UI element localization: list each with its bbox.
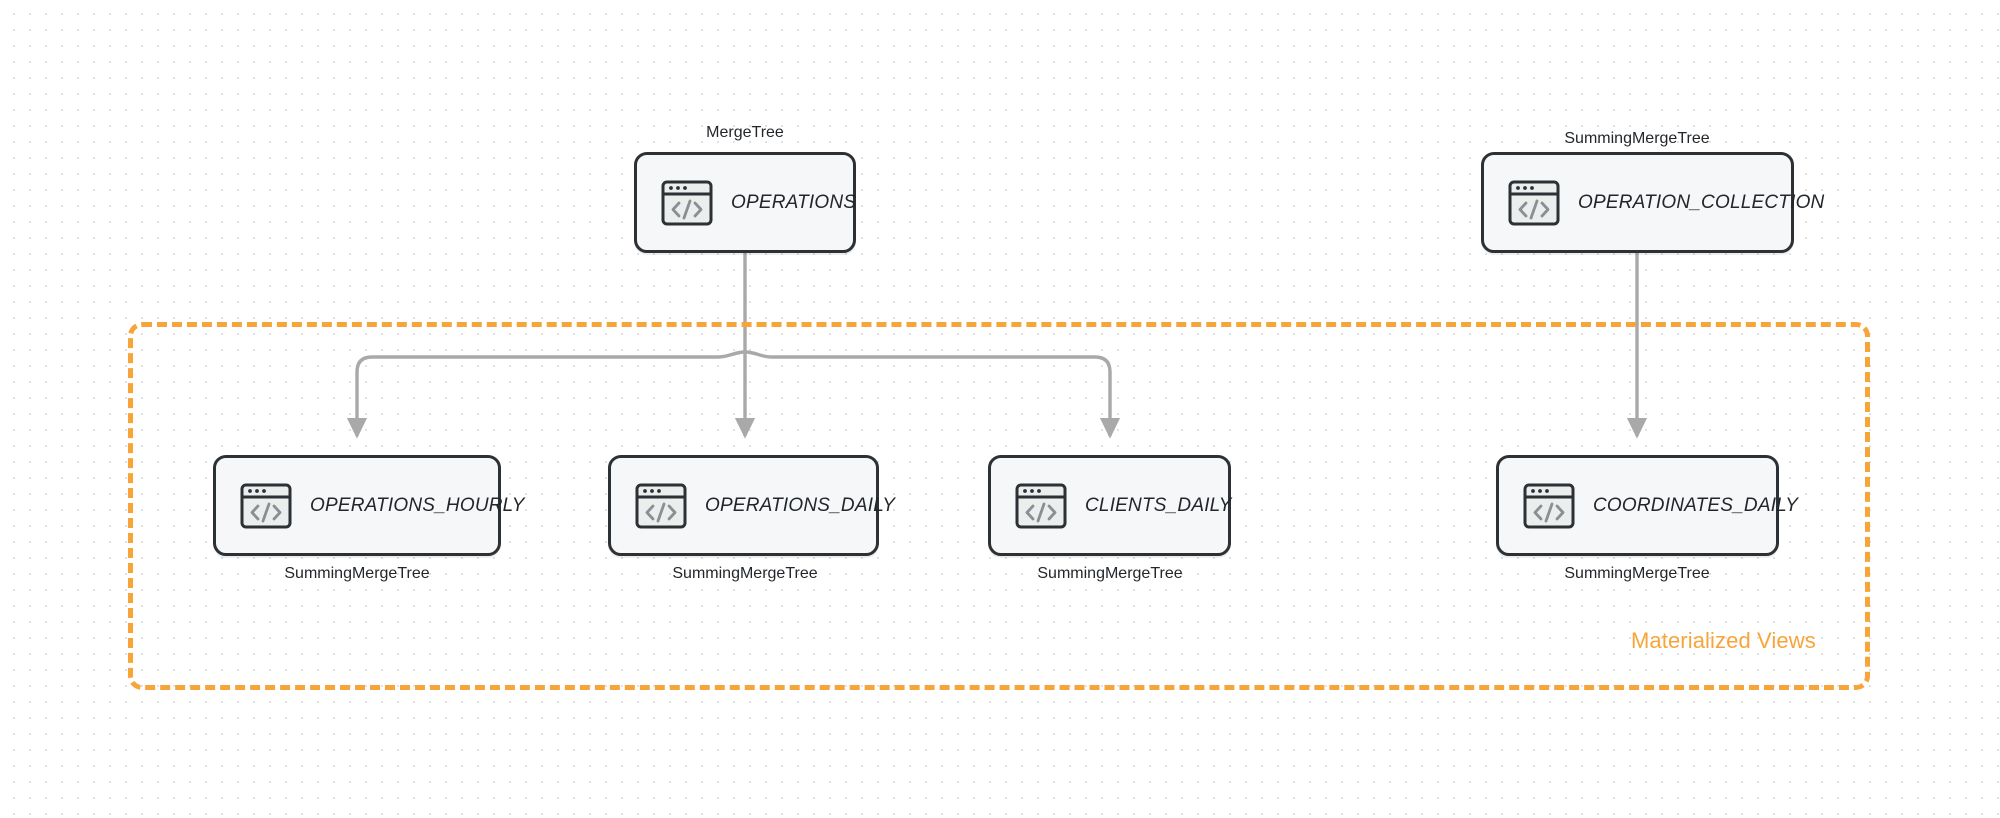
node-title: COORDINATES_DAILY bbox=[1593, 494, 1799, 516]
code-window-icon bbox=[661, 180, 713, 225]
code-window-icon bbox=[240, 483, 292, 528]
code-window-icon bbox=[1015, 483, 1067, 528]
node-title: OPERATIONS bbox=[731, 191, 857, 213]
node-operations-daily[interactable]: OPERATIONS_DAILY bbox=[608, 455, 895, 556]
node-operations[interactable]: OPERATIONS bbox=[634, 152, 856, 253]
node-title: CLIENTS_DAILY bbox=[1085, 494, 1232, 516]
node-coordinates-daily[interactable]: COORDINATES_DAILY bbox=[1496, 455, 1798, 556]
code-window-icon bbox=[1523, 483, 1575, 528]
engine-label-operations-daily: SummingMergeTree bbox=[672, 565, 818, 582]
code-window-icon bbox=[635, 483, 687, 528]
engine-label-operation-collection: SummingMergeTree bbox=[1564, 130, 1710, 147]
materialized-views-group-label: Materialized Views bbox=[1631, 628, 1816, 653]
materialized-views-group[interactable] bbox=[128, 322, 1870, 690]
node-title: OPERATIONS_DAILY bbox=[705, 494, 896, 516]
node-title: OPERATIONS_HOURLY bbox=[310, 494, 525, 516]
node-operations-hourly[interactable]: OPERATIONS_HOURLY bbox=[213, 455, 524, 556]
node-title: OPERATION_COLLECTION bbox=[1578, 191, 1825, 213]
engine-label-clients-daily: SummingMergeTree bbox=[1037, 565, 1183, 582]
engine-label-operations: MergeTree bbox=[706, 124, 784, 141]
code-window-icon bbox=[1508, 180, 1560, 225]
engine-label-coordinates-daily: SummingMergeTree bbox=[1564, 565, 1710, 582]
node-operation-collection[interactable]: OPERATION_COLLECTION bbox=[1481, 152, 1824, 253]
node-clients-daily[interactable]: CLIENTS_DAILY bbox=[988, 455, 1231, 556]
engine-label-operations-hourly: SummingMergeTree bbox=[284, 565, 430, 582]
